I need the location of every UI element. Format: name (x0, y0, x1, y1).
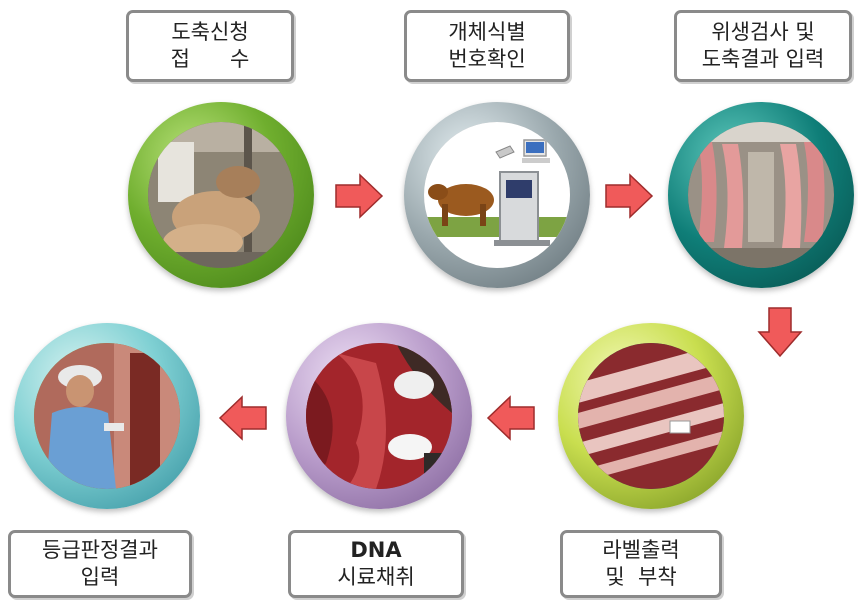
arrow-right-icon (604, 172, 654, 220)
step-3-photo-carcass-hall (688, 122, 834, 268)
step-4-photo-labeled-ribs (578, 343, 724, 489)
step-1-photo-cattle-pen (148, 122, 294, 268)
step-4-label-line2: 및 부착 (605, 564, 676, 591)
step-1-label: 도축신청 접 수 (126, 10, 294, 82)
step-6-ring (14, 323, 200, 509)
step-2-photo-cattle-scanner (424, 122, 570, 268)
arrow-down-icon (756, 306, 804, 358)
step-2-ring (404, 102, 590, 288)
step-2-label-line2: 번호확인 (448, 46, 525, 73)
step-1-ring (128, 102, 314, 288)
step-3-ring (668, 102, 854, 288)
arrow-left-icon (486, 394, 536, 442)
step-5-ring (286, 323, 472, 509)
step-2-label: 개체식별 번호확인 (404, 10, 570, 82)
step-5-photo-dna-sampling (306, 343, 452, 489)
step-4-ring (558, 323, 744, 509)
step-4-label-line1: 라벨출력 (602, 537, 679, 564)
step-2-label-line1: 개체식별 (448, 19, 525, 46)
step-3-label: 위생검사 및 도축결과 입력 (674, 10, 852, 82)
step-5-label: DNA 시료채취 (288, 530, 464, 598)
step-1-label-line1: 도축신청 (171, 19, 248, 46)
step-6-photo-grader (34, 343, 180, 489)
arrow-left-icon (218, 394, 268, 442)
step-6-label-line2: 입력 (81, 564, 120, 591)
step-3-label-line1: 위생검사 및 (711, 19, 814, 46)
step-4-label: 라벨출력 및 부착 (560, 530, 722, 598)
step-6-label: 등급판정결과 입력 (8, 530, 192, 598)
step-5-label-line2: 시료채취 (337, 564, 414, 591)
step-5-label-line1: DNA (350, 537, 401, 564)
step-6-label-line1: 등급판정결과 (42, 537, 158, 564)
step-1-label-line2: 접 수 (171, 46, 250, 73)
step-3-label-line2: 도축결과 입력 (702, 46, 825, 73)
arrow-right-icon (334, 172, 384, 220)
